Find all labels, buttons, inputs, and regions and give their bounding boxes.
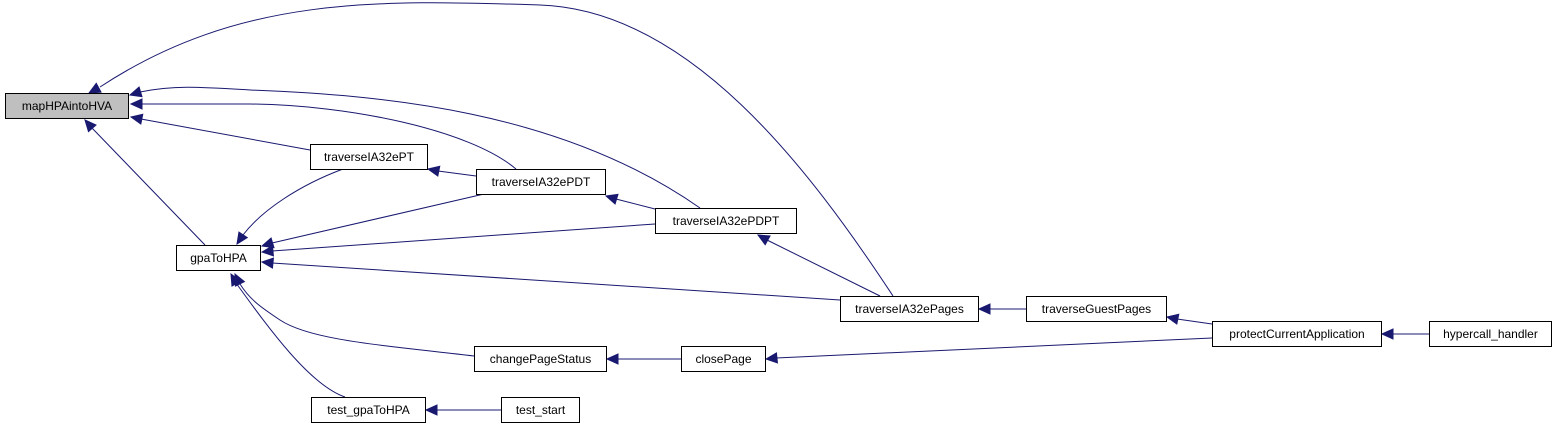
node-label-test_start: test_start xyxy=(516,403,566,417)
edge-traverseIA32ePDPT-mapHPAintoHVA xyxy=(128,86,701,209)
node-label-traverseIA32ePages: traverseIA32ePages xyxy=(855,302,964,316)
node-label-traverseGuestPages: traverseGuestPages xyxy=(1042,302,1151,316)
edge-traverseIA32ePDT-mapHPAintoHVA-arrowhead xyxy=(129,98,143,110)
edge-traverseIA32ePDPT-mapHPAintoHVA-arrowhead xyxy=(128,86,143,98)
edge-changePageStatus-gpaToHPA xyxy=(234,272,475,357)
edge-traverseIA32ePages-traverseIA32ePDPT-arrowhead xyxy=(756,234,771,246)
edge-protectCurrentApplication-traverseGuestPages xyxy=(1165,313,1213,325)
edge-traverseIA32ePDT-traverseIA32ePT xyxy=(426,165,477,177)
node-closePage[interactable]: closePage xyxy=(681,346,766,372)
node-protectCurrentApplication[interactable]: protectCurrentApplication xyxy=(1212,321,1382,347)
edge-gpaToHPA-mapHPAintoHVA-arrowhead xyxy=(84,119,97,133)
edge-traverseIA32ePDPT-traverseIA32ePDT xyxy=(604,193,656,210)
node-label-protectCurrentApplication: protectCurrentApplication xyxy=(1229,327,1364,341)
edge-traverseIA32ePDT-gpaToHPA-arrowhead xyxy=(260,237,275,249)
edge-traverseIA32ePages-gpaToHPA-arrowhead xyxy=(260,257,275,269)
node-label-test_gpaToHPA: test_gpaToHPA xyxy=(327,403,410,417)
node-label-hypercall_handler: hypercall_handler xyxy=(1443,327,1538,341)
node-hypercall_handler[interactable]: hypercall_handler xyxy=(1429,321,1552,347)
edge-traverseGuestPages-traverseIA32ePages xyxy=(977,303,1026,315)
node-mapHPAintoHVA[interactable]: mapHPAintoHVA xyxy=(5,93,129,119)
edge-traverseIA32ePDPT-gpaToHPA xyxy=(260,223,656,257)
node-gpaToHPA[interactable]: gpaToHPA xyxy=(176,245,261,271)
edge-traverseIA32ePT-mapHPAintoHVA xyxy=(129,113,311,151)
edge-closePage-changePageStatus xyxy=(605,353,681,365)
edge-protectCurrentApplication-closePage xyxy=(764,337,1213,364)
edge-traverseIA32ePDT-gpaToHPA xyxy=(260,193,485,249)
edge-test_start-test_gpaToHPA xyxy=(424,404,501,416)
edge-traverseIA32ePT-gpaToHPA xyxy=(236,168,344,246)
node-test_gpaToHPA[interactable]: test_gpaToHPA xyxy=(311,397,426,423)
edge-traverseIA32ePDT-traverseIA32ePT-arrowhead xyxy=(426,165,441,177)
edge-traverseIA32ePages-gpaToHPA xyxy=(260,257,841,301)
node-changePageStatus[interactable]: changePageStatus xyxy=(474,346,607,372)
edge-traverseIA32ePages-mapHPAintoHVA xyxy=(87,2,894,297)
node-label-changePageStatus: changePageStatus xyxy=(490,352,591,366)
edge-traverseIA32ePDPT-traverseIA32ePDT-arrowhead xyxy=(604,193,619,205)
edge-traverseGuestPages-traverseIA32ePages-arrowhead xyxy=(977,303,991,315)
node-traverseIA32ePages[interactable]: traverseIA32ePages xyxy=(840,296,979,322)
node-traverseIA32ePDT[interactable]: traverseIA32ePDT xyxy=(476,169,606,195)
edge-traverseIA32ePT-gpaToHPA-arrowhead xyxy=(236,231,249,246)
node-label-traverseIA32ePT: traverseIA32ePT xyxy=(324,150,415,164)
edge-hypercall_handler-protectCurrentApplication xyxy=(1380,328,1429,340)
node-label-gpaToHPA: gpaToHPA xyxy=(190,251,246,265)
node-traverseGuestPages[interactable]: traverseGuestPages xyxy=(1026,296,1167,322)
node-label-traverseIA32ePDT: traverseIA32ePDT xyxy=(492,175,591,189)
edge-test_gpaToHPA-gpaToHPA xyxy=(230,272,346,398)
edge-traverseIA32ePages-traverseIA32ePDPT xyxy=(756,234,881,297)
edge-traverseIA32ePages-mapHPAintoHVA-arrowhead xyxy=(87,82,102,94)
edge-hypercall_handler-protectCurrentApplication-arrowhead xyxy=(1380,328,1394,340)
node-label-closePage: closePage xyxy=(695,352,751,366)
node-test_start[interactable]: test_start xyxy=(501,397,580,423)
node-traverseIA32ePT[interactable]: traverseIA32ePT xyxy=(310,144,428,170)
edge-protectCurrentApplication-closePage-arrowhead xyxy=(764,352,779,364)
node-traverseIA32ePDPT[interactable]: traverseIA32ePDPT xyxy=(655,208,797,234)
edge-traverseIA32ePT-mapHPAintoHVA-arrowhead xyxy=(129,113,144,125)
call-edges xyxy=(84,2,1429,416)
edge-gpaToHPA-mapHPAintoHVA xyxy=(84,119,206,246)
edge-traverseIA32ePDT-mapHPAintoHVA xyxy=(129,98,517,170)
edge-test_start-test_gpaToHPA-arrowhead xyxy=(424,404,438,416)
edge-closePage-changePageStatus-arrowhead xyxy=(605,353,619,365)
edge-test_gpaToHPA-gpaToHPA-arrowhead xyxy=(230,272,242,287)
edge-protectCurrentApplication-traverseGuestPages-arrowhead xyxy=(1165,313,1180,325)
edge-traverseIA32ePDPT-gpaToHPA-arrowhead xyxy=(260,245,275,257)
node-label-mapHPAintoHVA: mapHPAintoHVA xyxy=(22,99,112,113)
node-label-traverseIA32ePDPT: traverseIA32ePDPT xyxy=(673,214,780,228)
